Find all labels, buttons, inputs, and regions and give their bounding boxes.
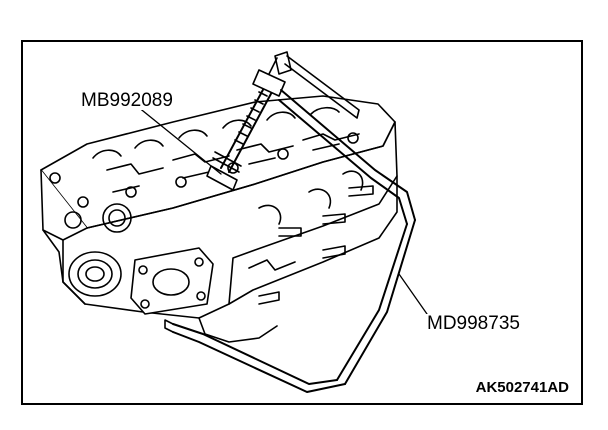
label-md998735: MD998735: [425, 313, 522, 334]
valve-spring-compressor-screw: [206, 51, 360, 191]
leader-line-md998735: [398, 273, 428, 315]
adapter-frame-tool: [164, 89, 416, 393]
illustration-frame: MB992089 MD998735 AK502741AD: [21, 40, 583, 405]
label-mb992089: MB992089: [79, 90, 175, 111]
cylinder-head: [40, 95, 398, 343]
cylinder-head-illustration: [40, 51, 428, 393]
leader-line-mb992089: [126, 97, 222, 175]
figure-id: AK502741AD: [475, 379, 569, 396]
